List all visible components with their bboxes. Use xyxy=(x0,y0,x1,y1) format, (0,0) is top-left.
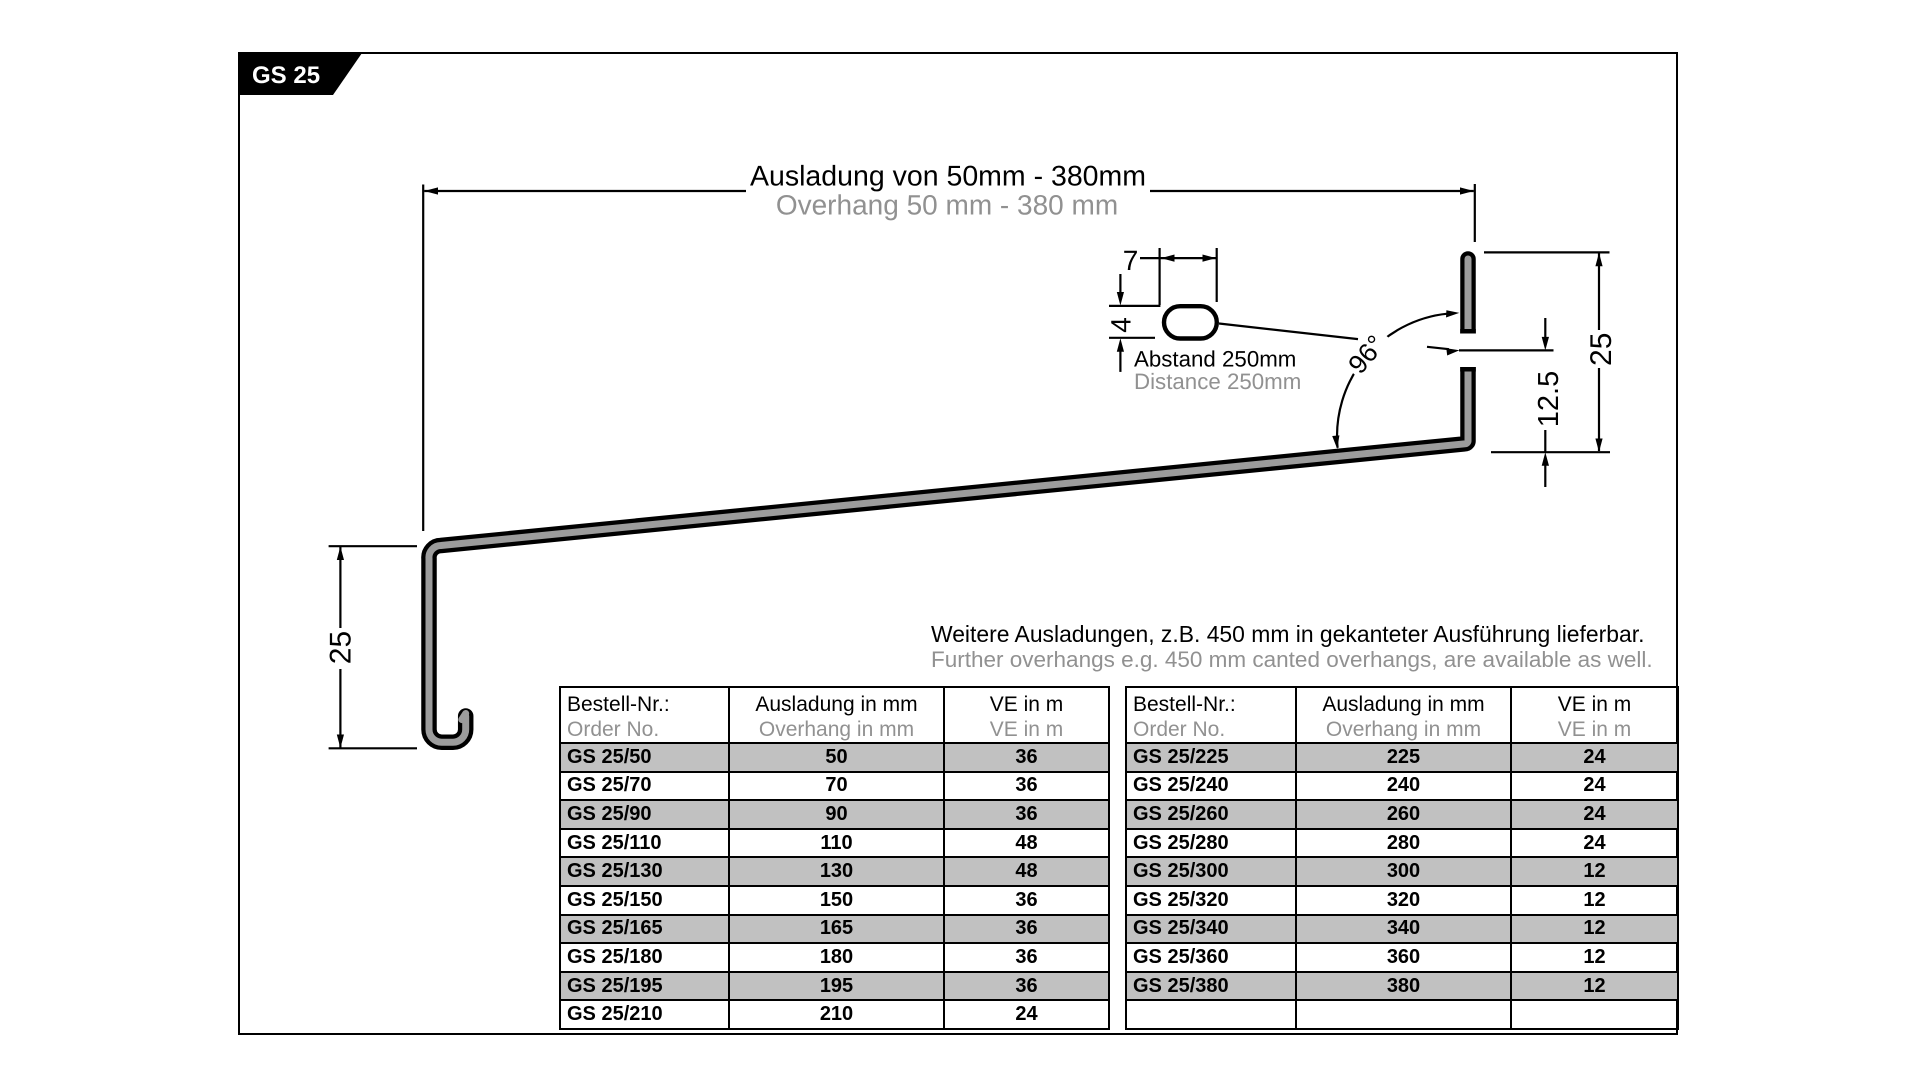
svg-text:Ausladung von 50mm - 380mm: Ausladung von 50mm - 380mm xyxy=(750,161,1146,193)
svg-text:25: 25 xyxy=(1585,333,1618,366)
svg-text:Distance 250mm: Distance 250mm xyxy=(1134,369,1301,394)
svg-text:Abstand 250mm: Abstand 250mm xyxy=(1134,347,1296,372)
svg-text:7: 7 xyxy=(1123,245,1139,276)
svg-text:12.5: 12.5 xyxy=(1533,371,1565,427)
svg-text:25: 25 xyxy=(325,631,358,664)
svg-text:Overhang 50 mm - 380 mm: Overhang 50 mm - 380 mm xyxy=(776,190,1118,221)
svg-text:GS 25: GS 25 xyxy=(252,62,320,89)
svg-text:4: 4 xyxy=(1106,317,1137,333)
